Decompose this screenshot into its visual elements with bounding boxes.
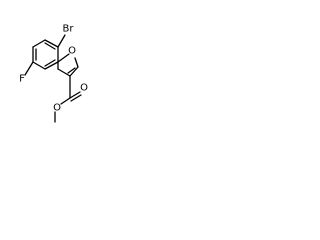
bond-c5-f <box>24 61 34 76</box>
bond-ccarbonyl-oester <box>60 97 71 105</box>
atom-label-carbonyl-oxygen: O <box>80 83 88 94</box>
bond-c3-c3a <box>57 68 71 77</box>
bond-o1-c2 <box>74 57 79 68</box>
atom-label-bromine: Br <box>63 24 75 35</box>
atom-label-ester-oxygen: O <box>53 103 61 114</box>
bond-c3a-c7a-double <box>44 59 56 67</box>
bond-c7-c6 <box>44 39 59 48</box>
atom-label-fluorine: F <box>19 74 25 85</box>
atom-label-furan-oxygen: O <box>68 46 76 57</box>
bond-ccarbonyl-ocarbonyl <box>69 91 81 99</box>
bond-c7-c6-double <box>44 42 56 50</box>
bond-c7a-o1 <box>57 53 70 63</box>
bond-c2-c3 <box>69 66 79 77</box>
bond-c2-c3-double <box>67 67 76 74</box>
bond-c7-br <box>57 34 66 48</box>
bond-c3a-c7a <box>44 61 59 70</box>
bond-ccarbonyl-ocarbonyl-double <box>70 94 82 102</box>
molecule-structure: Br F O O O <box>19 24 88 123</box>
bond-c6-c5 <box>32 39 46 48</box>
bond-c4-c3a <box>32 61 46 70</box>
